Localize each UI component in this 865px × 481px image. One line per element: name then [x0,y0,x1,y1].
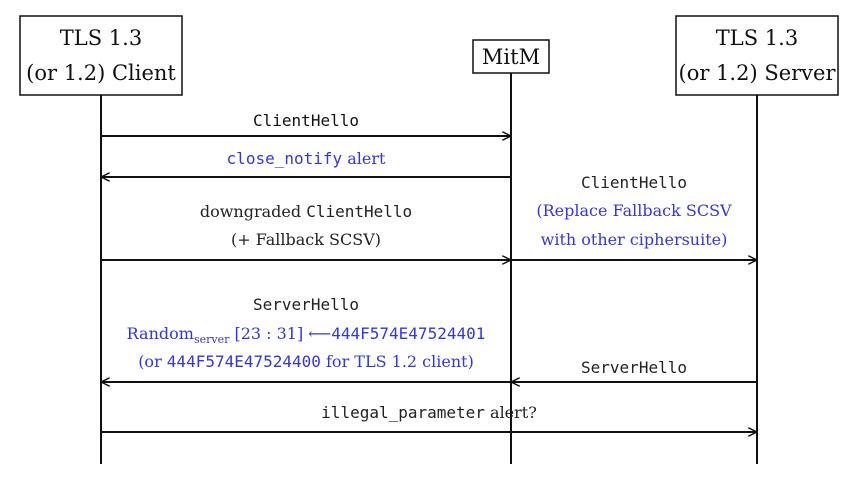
server-box: TLS 1.3 (or 1.2) Server [675,15,839,96]
mitm-title: MitM [482,45,540,69]
mitm-box: MitM [472,39,550,74]
message-label: close_notify alert [227,149,386,168]
message-label: illegal_parameter alert? [321,403,537,422]
message-serverhello-to-mitm: ServerHello [512,358,757,382]
message-label: ServerHello [581,358,687,377]
client-title-line1: TLS 1.3 [60,26,142,50]
message-illegal-parameter: illegal_parameter alert? [101,403,756,432]
message-label-line1: downgraded ClientHello [200,202,412,221]
message-label: ClientHello [253,111,359,130]
message-label-line2: (+ Fallback SCSV) [231,230,381,249]
message-label-line1: ClientHello [581,173,687,192]
message-label-line2: Randomserver [23 : 31] ⟵444F574E47524401 [127,324,486,346]
message-close-notify: close_notify alert [102,149,511,177]
message-clienthello-to-server: ClientHello (Replace Fallback SCSV with … [511,173,756,260]
message-label-line3: (or 444F574E47524400 for TLS 1.2 client) [138,352,474,371]
message-serverhello-to-client: ServerHello Randomserver [23 : 31] ⟵444F… [102,295,511,382]
message-label-line3: with other ciphersuite) [541,230,728,249]
message-clienthello-to-mitm: ClientHello [101,111,510,136]
message-label-line2: (Replace Fallback SCSV [536,201,732,220]
client-title-line2: (or 1.2) Client [26,61,176,85]
server-title-line1: TLS 1.3 [716,26,798,50]
server-title-line2: (or 1.2) Server [679,61,837,85]
message-downgraded-clienthello: downgraded ClientHello (+ Fallback SCSV) [101,202,510,260]
client-box: TLS 1.3 (or 1.2) Client [19,15,183,96]
message-label-line1: ServerHello [253,295,359,314]
